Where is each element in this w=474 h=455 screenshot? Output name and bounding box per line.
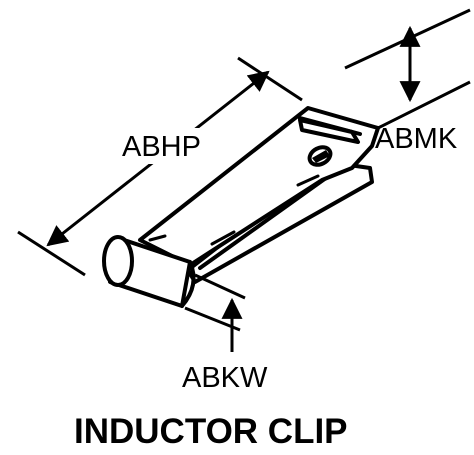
plate-slot	[298, 118, 360, 144]
extension-line	[377, 80, 471, 130]
dimension-label-abkw: ABKW	[182, 362, 268, 394]
barrel-far-end	[180, 260, 196, 308]
dimension-label-abmk: ABMK	[375, 123, 458, 155]
dimension-label-abhp: ABHP	[122, 131, 201, 163]
label-backdrop	[120, 128, 216, 164]
extension-line	[344, 8, 471, 70]
dimension-abmk	[344, 8, 471, 130]
extension-line	[194, 273, 246, 300]
figure-caption: INDUCTOR CLIP	[74, 412, 348, 451]
extension-line	[17, 230, 86, 277]
extension-line	[237, 56, 303, 102]
barrel-end	[102, 235, 134, 287]
dimension-abkw	[184, 273, 246, 352]
hole-shade	[312, 150, 330, 163]
